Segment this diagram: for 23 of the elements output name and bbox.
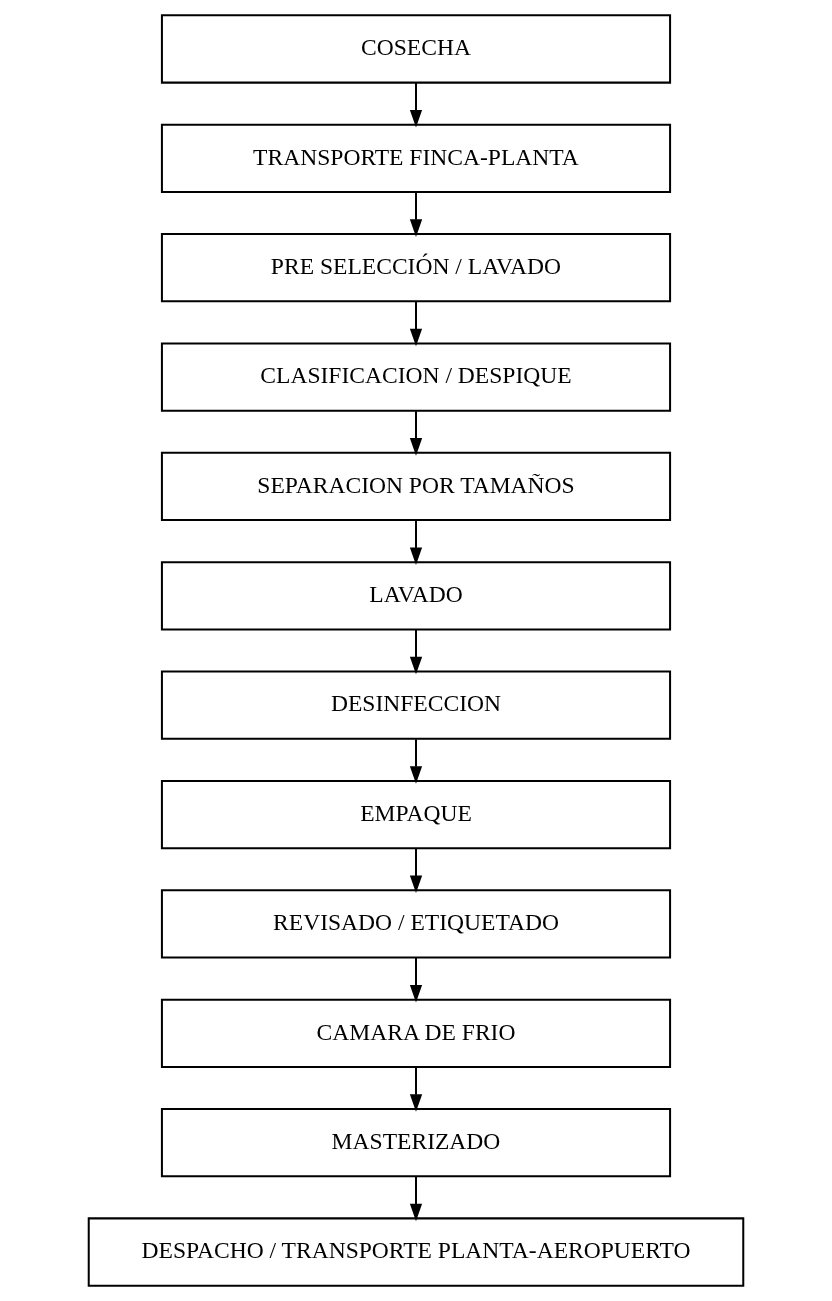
arrow [409, 520, 423, 565]
arrow [409, 411, 423, 456]
node-box: COSECHA [160, 14, 672, 84]
node-box: PRE SELECCIÓN / LAVADO [160, 233, 672, 303]
arrow [409, 629, 423, 675]
node-box: CLASIFICACION / DESPIQUE [160, 342, 672, 412]
arrow [409, 192, 423, 237]
node-box: REVISADO / ETIQUETADO [160, 889, 672, 959]
arrow [409, 83, 423, 128]
arrow [409, 739, 423, 784]
node-box: SEPARACION POR TAMAÑOS [160, 451, 672, 522]
node-box: LAVADO [160, 561, 672, 631]
arrow [409, 1067, 423, 1112]
arrow [409, 958, 423, 1003]
node-box: DESPACHO / TRANSPORTE PLANTA-AEROPUERTO [87, 1217, 745, 1287]
node-box: EMPAQUE [160, 779, 672, 850]
node-box: MASTERIZADO [160, 1108, 672, 1178]
arrow [409, 1176, 423, 1222]
arrow [409, 301, 423, 347]
node-box: DESINFECCION [160, 670, 672, 740]
node-box: CAMARA DE FRIO [160, 998, 672, 1068]
node-box: TRANSPORTE FINCA-PLANTA [160, 123, 672, 193]
arrow [409, 848, 423, 894]
